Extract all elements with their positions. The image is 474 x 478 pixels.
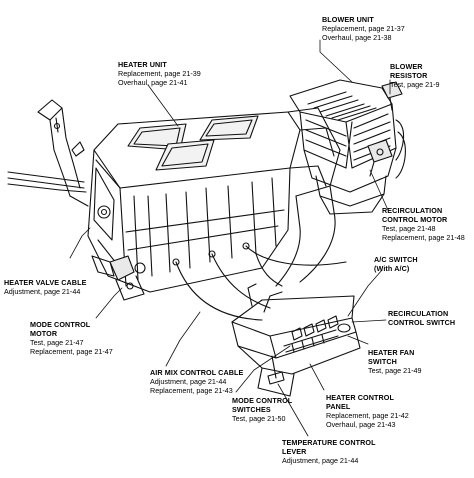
label-detail: Overhaul, page 21-38 — [322, 33, 392, 42]
label-title: A/C SWITCH — [374, 255, 418, 264]
label-title: HEATER FAN — [368, 348, 415, 357]
label-title: MODE CONTROL — [232, 396, 293, 405]
label-detail: Overhaul, page 21-43 — [326, 420, 396, 429]
label-heater-valve-cable: HEATER VALVE CABLE Adjustment, page 21-4… — [4, 278, 86, 296]
label-heater-unit: HEATER UNIT Replacement, page 21-39 Over… — [118, 60, 201, 87]
label-detail: Overhaul, page 21-41 — [118, 78, 188, 87]
label-title: HEATER VALVE CABLE — [4, 278, 87, 287]
label-title: RECIRCULATION — [382, 206, 443, 215]
heater-control-panel-drawing — [231, 283, 361, 397]
blower-resistor — [381, 81, 403, 111]
label-title: LEVER — [282, 447, 307, 456]
label-mode-control-motor: MODE CONTROL MOTOR Test, page 21-47 Repl… — [30, 320, 113, 356]
label-detail: Test, page 21-50 — [232, 414, 286, 423]
label-detail: Test, page 21-49 — [368, 366, 422, 375]
label-title: AIR MIX CONTROL CABLE — [150, 368, 244, 377]
label-heater-fan-switch: HEATER FAN SWITCH Test, page 21-49 — [368, 348, 422, 375]
label-title: (With A/C) — [374, 264, 410, 273]
label-detail: Replacement, page 21-48 — [382, 233, 465, 242]
label-recirculation-control-switch: RECIRCULATION CONTROL SWITCH — [388, 309, 455, 327]
label-title: CONTROL MOTOR — [382, 215, 448, 224]
mode-control-motor — [109, 255, 145, 301]
label-title: BLOWER UNIT — [322, 15, 374, 24]
label-title: HEATER CONTROL — [326, 393, 394, 402]
label-detail: Test, page 21-9 — [390, 80, 440, 89]
label-title: BLOWER — [390, 62, 423, 71]
label-title: MOTOR — [30, 329, 58, 338]
label-title: CONTROL SWITCH — [388, 318, 456, 327]
label-detail: Replacement, page 21-47 — [30, 347, 113, 356]
label-title: PANEL — [326, 402, 351, 411]
label-temperature-control-lever: TEMPERATURE CONTROL LEVER Adjustment, pa… — [282, 438, 376, 465]
label-title: MODE CONTROL — [30, 320, 91, 329]
label-mode-control-switches: MODE CONTROL SWITCHES Test, page 21-50 — [232, 396, 292, 423]
label-detail: Replacement, page 21-39 — [118, 69, 201, 78]
label-detail: Adjustment, page 21-44 — [282, 456, 359, 465]
label-title: SWITCH — [368, 357, 397, 366]
heater-valve-cable-bracket — [7, 99, 89, 207]
label-blower-unit: BLOWER UNIT Replacement, page 21-37 Over… — [322, 15, 405, 42]
connecting-duct — [287, 107, 341, 229]
label-title: TEMPERATURE CONTROL — [282, 438, 376, 447]
label-title: HEATER UNIT — [118, 60, 167, 69]
label-ac-switch: A/C SWITCH (With A/C) — [374, 255, 418, 273]
label-detail: Adjustment, page 21-44 — [150, 377, 227, 386]
label-title: RESISTOR — [390, 71, 428, 80]
label-detail: Test, page 21-47 — [30, 338, 84, 347]
label-detail: Replacement, page 21-37 — [322, 24, 405, 33]
heater-unit-housing — [87, 111, 301, 293]
label-blower-resistor: BLOWER RESISTOR Test, page 21-9 — [390, 62, 440, 89]
label-recirculation-control-motor: RECIRCULATION CONTROL MOTOR Test, page 2… — [382, 206, 465, 242]
label-detail: Replacement, page 21-42 — [326, 411, 409, 420]
label-heater-control-panel: HEATER CONTROL PANEL Replacement, page 2… — [326, 393, 409, 429]
leader-lines — [69, 39, 391, 437]
label-title: SWITCHES — [232, 405, 271, 414]
label-detail: Adjustment, page 21-44 — [4, 287, 81, 296]
label-title: RECIRCULATION — [388, 309, 449, 318]
label-detail: Test, page 21-48 — [382, 224, 436, 233]
label-detail: Replacement, page 21-43 — [150, 386, 233, 395]
recirculation-control-motor — [367, 139, 393, 177]
control-cables — [175, 211, 347, 321]
label-air-mix-control-cable: AIR MIX CONTROL CABLE Adjustment, page 2… — [150, 368, 243, 395]
